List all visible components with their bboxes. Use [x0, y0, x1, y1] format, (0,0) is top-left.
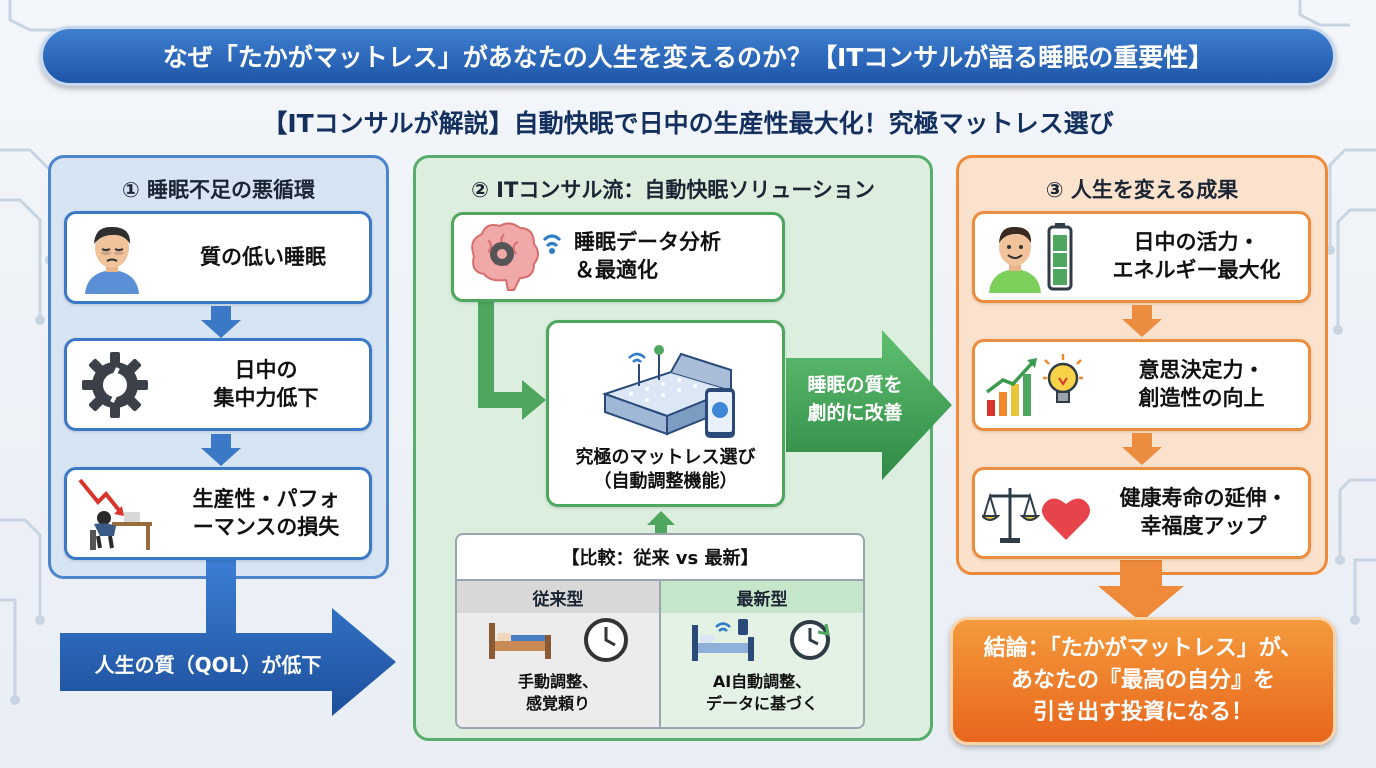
page-title: なぜ「たかがマットレス」があなたの人生を変えるのか？【ITコンサルが語る睡眠の重… — [40, 26, 1336, 86]
compare-up-arrow — [647, 511, 675, 535]
chart-lightbulb-icon — [975, 352, 1095, 418]
clock-icon — [583, 617, 629, 667]
qol-decline-label: 人生の質（QOL）が低下 — [94, 652, 322, 677]
conclusion-arrow — [1098, 560, 1184, 622]
panel1-heading: ① 睡眠不足の悪循環 — [121, 178, 316, 202]
conclusion-line-3: 引き出す投資になる！ — [1032, 699, 1253, 725]
conclusion-line-2: あなたの『最高の自分』を — [1010, 668, 1275, 694]
decision-creativity-label: 意思決定力・創造性の向上 — [1138, 358, 1265, 410]
ultimate-mattress-label: 究極のマットレス選び（自動調整機能） — [575, 447, 756, 492]
comparison-title: 【比較：従来 vs 最新】 — [561, 548, 759, 569]
down-arrow-3 — [1122, 305, 1162, 337]
improve-sleep-label: 睡眠の質を劇的に改善 — [807, 374, 903, 424]
smart-mattress-icon — [581, 334, 751, 446]
bed-icon — [487, 619, 553, 665]
traditional-heading: 従来型 — [457, 581, 659, 613]
traditional-description: 手動調整、感覚頼り — [517, 672, 598, 713]
exhausted-worker-icon — [67, 476, 163, 552]
refresh-clock-icon — [786, 616, 834, 668]
smart-bed-icon — [690, 617, 756, 667]
sleep-data-analysis-label: 睡眠データ分析＆最適化 — [574, 230, 721, 282]
brain-gear-icon — [454, 220, 574, 294]
comparison-table: 【比較：従来 vs 最新】 従来型 — [455, 533, 865, 729]
health-happiness-label: 健康寿命の延伸・幸福度アップ — [1119, 486, 1288, 538]
energy-maximize-card: 日中の活力・エネルギー最大化 — [972, 211, 1311, 303]
low-quality-sleep-label: 質の低い睡眠 — [200, 244, 326, 269]
page-subtitle: 【ITコンサルが解説】自動快眠で日中の生産性最大化！究極マットレス選び — [262, 109, 1114, 138]
productivity-loss-label: 生産性・パフォーマンスの損失 — [192, 486, 340, 539]
analysis-to-mattress-arrow — [478, 302, 546, 420]
qol-decline-arrow — [60, 560, 396, 716]
traditional-column: 従来型 手動調整、感覚頼り — [457, 581, 661, 727]
latest-heading: 最新型 — [661, 581, 863, 613]
panel3-heading: ③ 人生を変える成果 — [1045, 178, 1239, 202]
low-quality-sleep-card: 質の低い睡眠 — [64, 211, 372, 304]
conclusion-line-1: 結論：「たかがマットレス」が、 — [983, 636, 1303, 662]
concentration-drop-card: 日中の集中力低下 — [64, 338, 372, 431]
ultimate-mattress-card: 究極のマットレス選び（自動調整機能） — [546, 320, 785, 507]
broken-gear-icon — [67, 350, 163, 420]
tired-person-icon — [67, 222, 157, 294]
sleep-data-analysis-card: 睡眠データ分析＆最適化 — [451, 212, 785, 302]
happy-person-battery-icon — [975, 221, 1085, 293]
improve-sleep-arrow — [786, 330, 952, 480]
conclusion-box: 結論：「たかがマットレス」が、 あなたの『最高の自分』を 引き出す投資になる！ — [950, 617, 1336, 745]
down-arrow-1 — [201, 306, 241, 338]
scale-heart-icon — [975, 480, 1099, 546]
productivity-loss-card: 生産性・パフォーマンスの損失 — [64, 467, 372, 560]
concentration-drop-label: 日中の集中力低下 — [213, 357, 319, 410]
panel2-heading: ② ITコンサル流：自動快眠ソリューション — [471, 178, 875, 202]
latest-column: 最新型 — [661, 581, 863, 727]
health-happiness-card: 健康寿命の延伸・幸福度アップ — [972, 467, 1311, 559]
down-arrow-2 — [201, 434, 241, 466]
decision-creativity-card: 意思決定力・創造性の向上 — [972, 339, 1311, 431]
energy-maximize-label: 日中の活力・エネルギー最大化 — [1112, 230, 1281, 282]
latest-description: AI自動調整、データに基づく — [705, 672, 818, 713]
down-arrow-4 — [1122, 433, 1162, 465]
